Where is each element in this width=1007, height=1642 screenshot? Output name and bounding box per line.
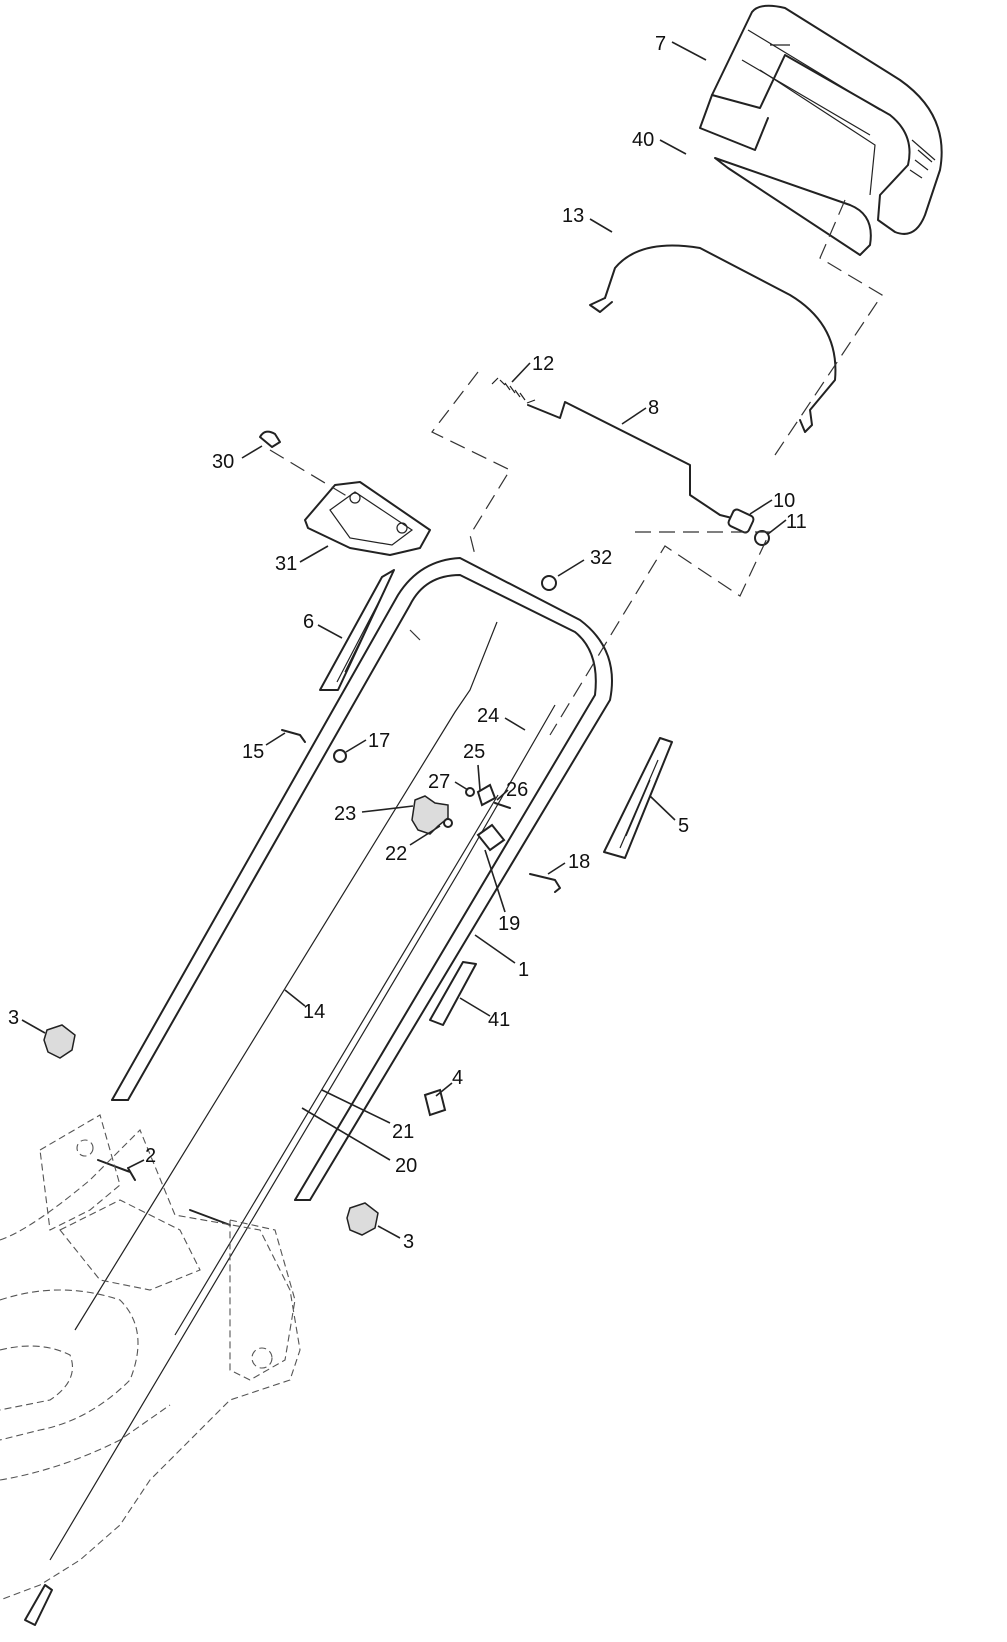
callout-12: 12 <box>532 353 554 375</box>
part-31-handle-bracket <box>304 481 431 556</box>
part-7-upper-handle-grip <box>699 4 943 235</box>
callout-4: 4 <box>452 1067 463 1089</box>
callout-3-upper: 3 <box>8 1007 19 1029</box>
callout-20: 20 <box>395 1155 417 1177</box>
part-13-bail-bar <box>604 244 837 433</box>
callout-41: 41 <box>488 1009 510 1031</box>
part-18-bolt <box>529 873 561 893</box>
callout-2: 2 <box>145 1145 156 1167</box>
part-19-block <box>476 823 506 852</box>
part-1-upper-handle <box>111 557 613 1201</box>
callout-17: 17 <box>368 730 390 752</box>
callout-6: 6 <box>303 611 314 633</box>
callout-25: 25 <box>463 741 485 763</box>
callout-19: 19 <box>498 913 520 935</box>
part-17-nut <box>333 749 347 763</box>
part-25-clamp <box>476 783 497 807</box>
callout-26: 26 <box>506 779 528 801</box>
part-41-strip <box>429 961 477 1026</box>
part-15-clip <box>281 729 306 743</box>
part-26-screw <box>494 802 511 809</box>
part-14-cable <box>74 621 498 1331</box>
part-4-spacer <box>423 1088 447 1117</box>
callout-31: 31 <box>275 553 297 575</box>
callout-23: 23 <box>334 803 356 825</box>
part-21-cable <box>174 794 499 1336</box>
callout-10: 10 <box>773 490 795 512</box>
callout-22: 22 <box>385 843 407 865</box>
callout-11: 11 <box>786 511 807 533</box>
part-8-control-rod <box>527 401 741 521</box>
callout-24: 24 <box>477 705 499 727</box>
part-30-bolt <box>259 430 281 448</box>
callout-15: 15 <box>242 741 264 763</box>
callout-13: 13 <box>562 205 584 227</box>
callout-27: 27 <box>428 771 450 793</box>
callout-30: 30 <box>212 451 234 473</box>
part-12-spring <box>491 377 536 404</box>
part-40-grip-pad <box>714 157 872 256</box>
part-3-knob-lower <box>346 1202 379 1236</box>
part-2-bolt <box>97 1159 136 1181</box>
part-23-knob <box>411 795 449 835</box>
part-11-nut <box>754 530 770 546</box>
part-20-cable <box>49 704 556 1561</box>
callout-8: 8 <box>648 397 659 419</box>
callout-32: 32 <box>590 547 612 569</box>
leader-lines <box>21 41 787 1239</box>
part-32-nut <box>541 575 557 591</box>
part-3-knob-upper <box>43 1024 76 1059</box>
mower-deck-ghost <box>0 1114 301 1601</box>
callout-21: 21 <box>392 1121 414 1143</box>
callout-14: 14 <box>303 1001 325 1023</box>
callout-labels: 7 40 13 12 8 30 10 11 31 32 6 24 15 17 2… <box>8 33 807 1253</box>
part-22-washer <box>443 818 453 828</box>
part-10-cable-end <box>727 508 755 534</box>
part-5-cable-guide <box>603 737 673 859</box>
part-6-cable-guide <box>319 569 395 691</box>
callout-1: 1 <box>518 959 529 981</box>
callout-3-lower: 3 <box>403 1231 414 1253</box>
callout-40: 40 <box>632 129 654 151</box>
callout-18: 18 <box>568 851 590 873</box>
callout-7: 7 <box>655 33 666 55</box>
part-13-bail-end <box>589 297 613 313</box>
callout-5: 5 <box>678 815 689 837</box>
